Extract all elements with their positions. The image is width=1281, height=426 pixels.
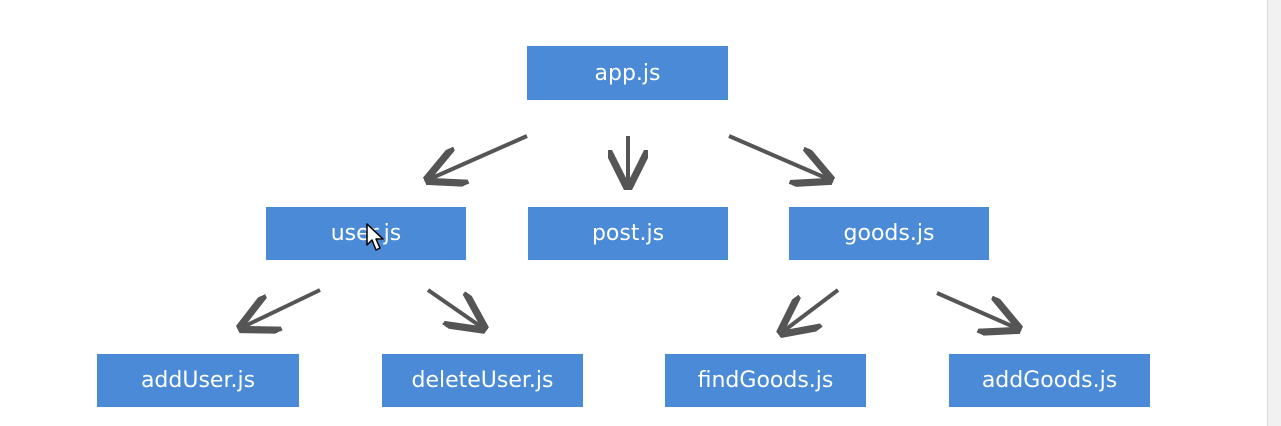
node-addgoods-js: addGoods.js	[949, 354, 1150, 407]
node-label-app-js: app.js	[594, 60, 661, 86]
node-findgoods-js: findGoods.js	[665, 354, 866, 407]
node-label-goods-js: goods.js	[843, 221, 935, 246]
edge-user-to-deleteuser	[426, 288, 480, 326]
node-app-js: app.js	[527, 46, 728, 100]
edge-goods-to-addgoods	[936, 291, 1014, 327]
node-user-js: user.js	[266, 207, 466, 260]
window-edge	[1267, 0, 1281, 426]
node-label-post-js: post.js	[591, 221, 665, 246]
edge-app-to-user	[432, 134, 528, 178]
node-label-findgoods-js: findGoods.js	[697, 368, 834, 393]
edge-goods-to-findgoods	[785, 288, 840, 330]
node-label-adduser-js: addUser.js	[140, 368, 256, 393]
node-label-addgoods-js: addGoods.js	[981, 368, 1118, 393]
node-deleteuser-js: deleteUser.js	[382, 354, 583, 407]
node-label-deleteuser-js: deleteUser.js	[411, 368, 554, 393]
edge-app-to-goods	[728, 134, 826, 178]
node-label-user-js: user.js	[330, 221, 402, 246]
mouse-pointer-icon	[366, 223, 384, 251]
edge-user-to-adduser	[245, 288, 321, 326]
node-goods-js: goods.js	[789, 207, 989, 260]
node-post-js: post.js	[528, 207, 728, 260]
node-adduser-js: addUser.js	[97, 354, 299, 407]
